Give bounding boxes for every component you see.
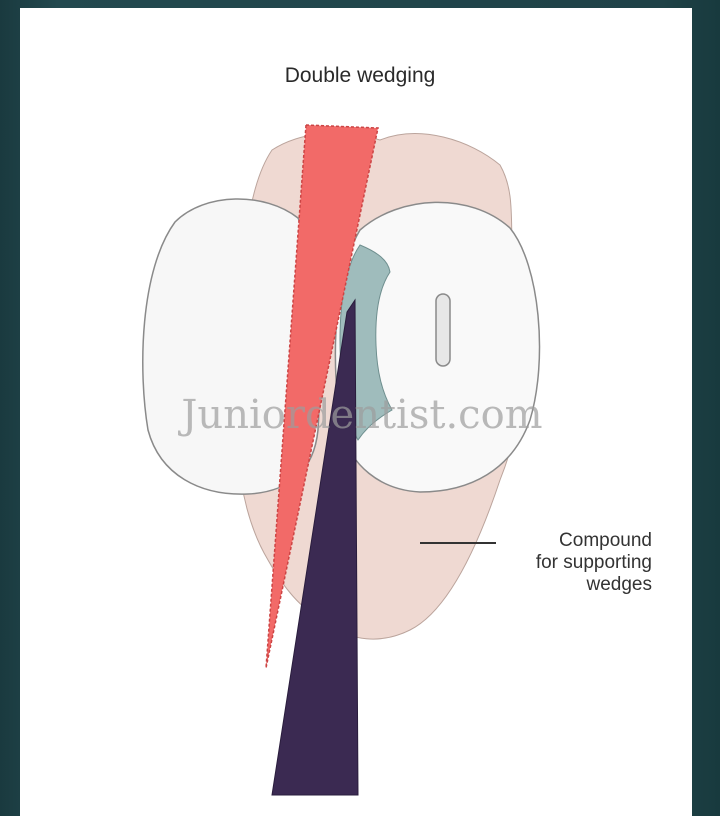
callout-line-3: wedges (490, 574, 652, 596)
occlusal-slot (436, 294, 450, 366)
figure-title: Double wedging (0, 64, 720, 88)
compound-callout-label: Compound for supporting wedges (490, 530, 652, 596)
callout-line-1: Compound (490, 530, 652, 552)
watermark-text: Juniordentist.com (177, 392, 542, 438)
callout-line-2: for supporting (490, 552, 652, 574)
